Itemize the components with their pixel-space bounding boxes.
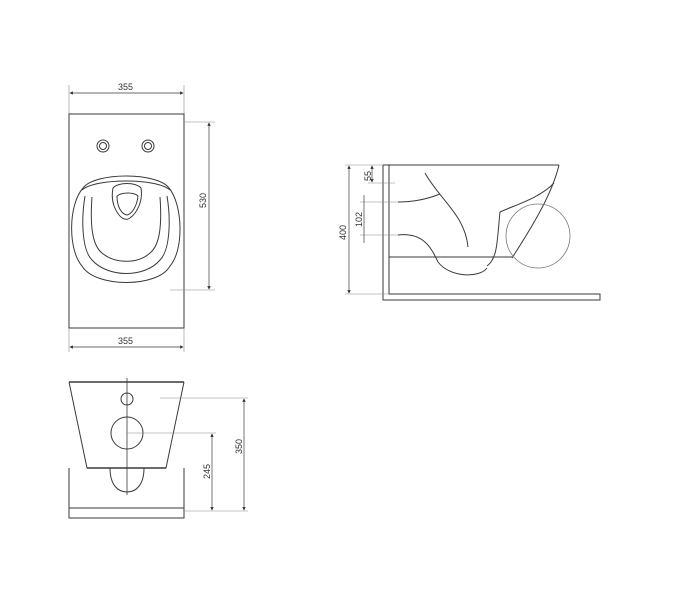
bowl-inner	[90, 196, 162, 262]
label-height: 400	[338, 225, 348, 240]
seat-hinge-circle	[505, 203, 571, 269]
front-view	[68, 378, 248, 519]
trap-upper	[424, 172, 469, 248]
front-body	[68, 381, 185, 469]
top-view	[68, 85, 215, 352]
top-view-outline	[68, 113, 185, 329]
spigot	[109, 467, 145, 493]
inlet-circle	[120, 392, 134, 406]
label-outlet-height: 245	[202, 464, 212, 479]
fixing-hole-left	[96, 139, 110, 153]
front-profile	[511, 164, 560, 259]
bowl-outer	[71, 175, 181, 283]
label-depth: 530	[198, 193, 208, 208]
label-rim-offset: 55	[363, 171, 373, 181]
label-inlet-spacing: 102	[354, 212, 364, 227]
rim-curve	[486, 182, 555, 267]
label-bottom-width: 355	[118, 336, 133, 346]
bowl-rim	[81, 180, 171, 191]
bowl-middle	[82, 195, 170, 274]
trap-lower	[397, 234, 488, 276]
flush-outlet	[111, 183, 142, 220]
fixing-hole-right	[141, 139, 155, 153]
label-inlet-height: 350	[234, 439, 244, 454]
wall-floor-bracket	[382, 165, 601, 301]
side-view	[345, 164, 601, 301]
label-top-width: 355	[118, 82, 133, 92]
front-base	[68, 507, 185, 519]
